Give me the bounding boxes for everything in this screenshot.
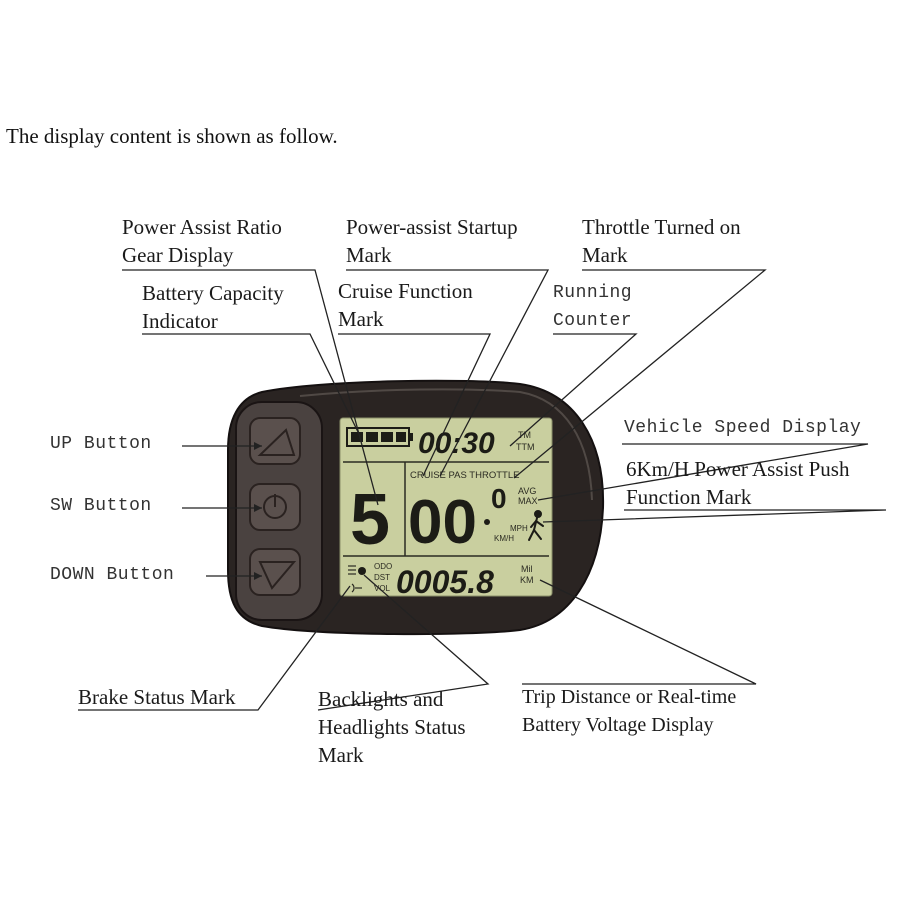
down-arrow-icon [258,561,297,590]
max-label: MAX [518,496,538,506]
mil-label: Mil [521,564,533,574]
callout-battery [142,333,361,437]
up-arrow-icon [257,428,296,456]
odo-label: ODO [374,562,392,571]
mode-labels: CRUISE PAS THROTTLE [410,470,519,481]
distance-readout: 0005.8 [396,564,494,600]
vol-label: VOL [374,584,391,593]
ttm-unit: TTM [516,442,535,452]
intro-text: The display content is shown as follow. [6,124,338,148]
walk-assist-icon [528,510,544,541]
callout-speed [537,443,869,501]
gear-digit: 5 [350,480,390,560]
label-brake-status: Brake Status Mark [78,685,236,709]
down-button [249,548,301,596]
speed-readout: 00 [408,488,477,557]
avg-label: AVG [518,486,536,496]
label-sw-button: SW Button [50,496,152,516]
kmh-label: KM/H [494,534,514,543]
tm-unit: TM [518,430,531,440]
headlight-icon [351,583,362,593]
callout-throttle [513,269,767,479]
label-up-button: UP Button [50,434,152,454]
callout-cruise [338,333,492,477]
callout-running [509,333,638,447]
label-down-button: DOWN Button [50,565,175,585]
callout-brake [78,585,351,711]
speed-decimal: 0 [491,483,507,514]
callout-push [542,509,887,523]
label-vehicle-speed: Vehicle Speed Display [624,418,862,438]
brake-icon [348,565,356,575]
mph-label: MPH [510,524,528,533]
callout-lines [78,269,887,711]
callout-trip [522,579,757,685]
dst-label: DST [374,573,390,582]
callout-power-assist-ratio [122,269,379,506]
callout-startup [346,269,550,477]
device-shell-highlight [299,388,593,501]
callout-backlights [317,574,490,711]
km-label: KM [520,575,534,585]
